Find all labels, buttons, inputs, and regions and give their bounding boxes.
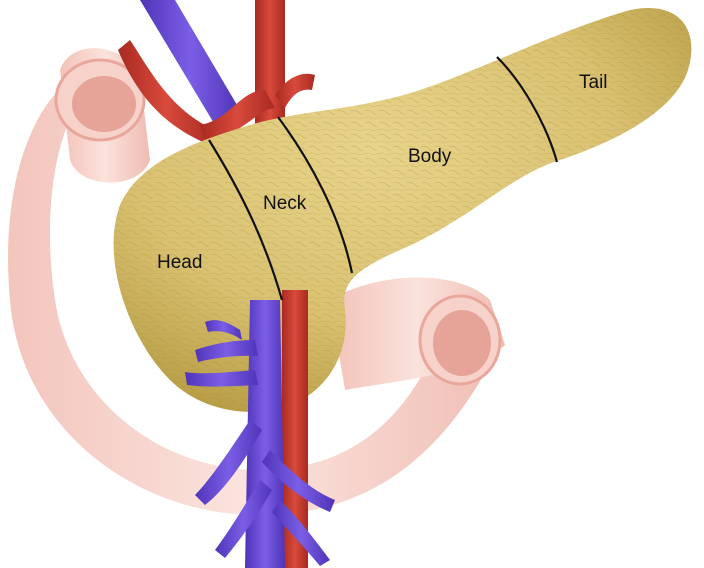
body-label: Body [408, 146, 451, 168]
head-label: Head [157, 252, 202, 274]
neck-label: Neck [263, 193, 306, 215]
tail-label: Tail [579, 72, 608, 94]
